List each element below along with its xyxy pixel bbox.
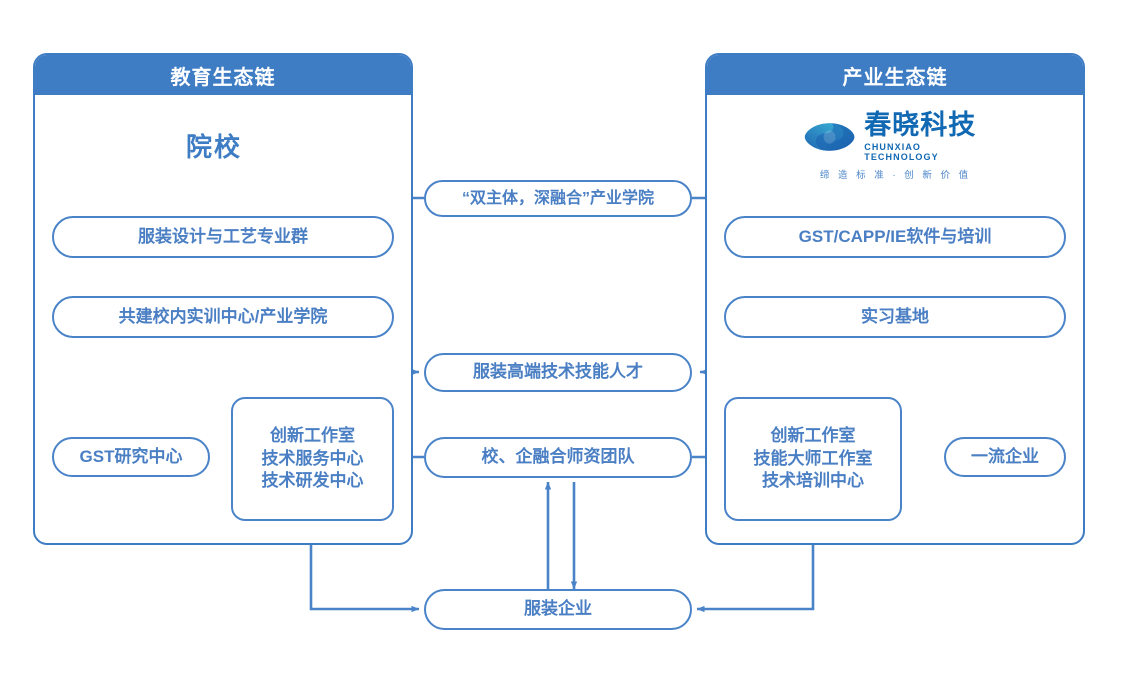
right-innovation-line-1: 创新工作室 <box>770 426 856 446</box>
node-apparel-enterprise[interactable]: 服装企业 <box>424 589 692 630</box>
education-section-title: 院校 <box>186 132 243 162</box>
logo-name-en: CHUNXIAO TECHNOLOGY <box>864 142 939 162</box>
node-top-enterprise[interactable]: 一流企业 <box>944 437 1066 477</box>
node-software-and-training[interactable]: GST/CAPP/IE软件与培训 <box>724 216 1066 258</box>
left-innovation-line-1: 创新工作室 <box>270 426 355 446</box>
wire-left-innovation-to-apparel <box>309 521 420 613</box>
education-chain-panel-body: 院校 <box>35 95 411 543</box>
logo-text-column: 春晓科技 CHUNXIAO TECHNOLOGY <box>864 110 988 163</box>
chunxiao-eye-swirl-logo-icon <box>804 123 855 151</box>
left-innovation-line-3: 技术研发中心 <box>261 471 364 491</box>
left-innovation-line-2: 技术服务中心 <box>261 448 364 468</box>
right-innovation-line-3: 技术培训中心 <box>762 471 864 491</box>
node-internship-base[interactable]: 实习基地 <box>724 296 1066 338</box>
node-left-innovation-studios[interactable]: 创新工作室 技术服务中心 技术研发中心 <box>231 397 394 521</box>
logo-row: 春晓科技 CHUNXIAO TECHNOLOGY <box>803 112 988 162</box>
logo-name-cn: 春晓科技 <box>864 110 977 140</box>
education-chain-panel-header: 教育生态链 <box>35 55 411 95</box>
right-innovation-line-2: 技能大师工作室 <box>753 448 873 468</box>
node-faculty-team[interactable]: 校、企融合师资团队 <box>424 437 692 478</box>
node-training-center[interactable]: 共建校内实训中心/产业学院 <box>52 296 394 338</box>
node-high-end-talent[interactable]: 服装高端技术技能人才 <box>424 353 692 392</box>
node-industry-college[interactable]: “双主体，深融合”产业学院 <box>424 180 692 217</box>
node-right-innovation-studios[interactable]: 创新工作室 技能大师工作室 技术培训中心 <box>724 397 902 521</box>
wire-right-innovation-to-apparel <box>696 521 815 613</box>
industry-chain-panel-header: 产业生态链 <box>707 55 1083 95</box>
logo-tagline: 缔 造 标 准 · 创 新 价 值 <box>819 170 972 181</box>
chunxiao-logo: 春晓科技 CHUNXIAO TECHNOLOGY 缔 造 标 准 · 创 新 价… <box>803 112 988 181</box>
node-gst-research-center[interactable]: GST研究中心 <box>52 437 210 477</box>
node-major-group[interactable]: 服装设计与工艺专业群 <box>52 216 394 258</box>
